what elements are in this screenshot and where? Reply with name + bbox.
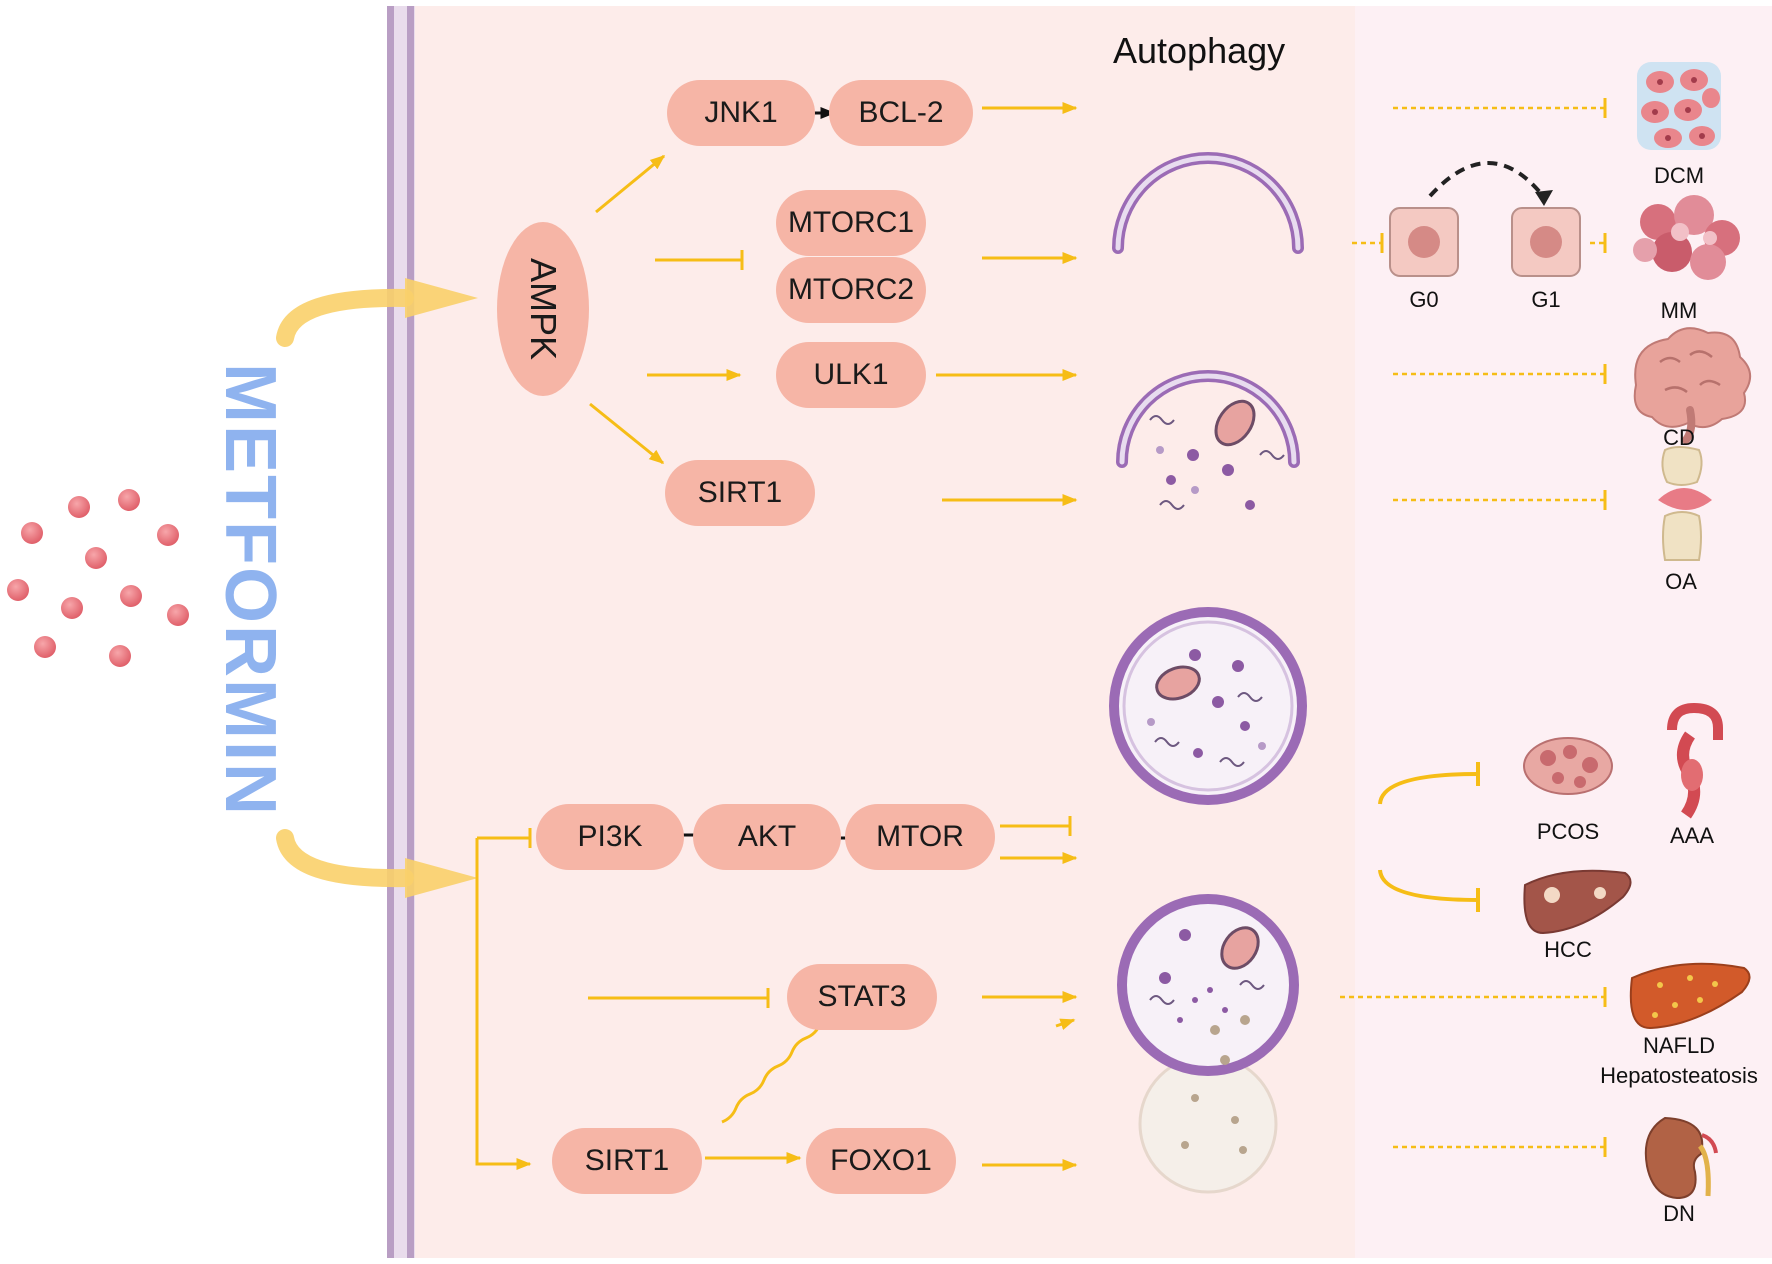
autophagy-title: Autophagy <box>1113 30 1286 71</box>
sirt1-node-lower: SIRT1 <box>552 1128 702 1194</box>
cell-g0-icon <box>1389 207 1459 277</box>
ampk-branch-edges <box>589 102 1078 506</box>
phagophore-icon <box>1112 152 1304 254</box>
autophagosome-icon <box>1109 607 1307 805</box>
myeloma-cell-cluster-icon <box>1633 195 1740 280</box>
metformin-label: METFORMIN <box>210 363 290 817</box>
inhibition-edges <box>1340 106 1605 1149</box>
brain-icon <box>1633 327 1751 444</box>
g1-label: G1 <box>1531 287 1561 312</box>
autolysosome-icon <box>1117 894 1299 1194</box>
dcm-label: DCM <box>1653 163 1705 188</box>
hepatosteatosis-label: Hepatosteatosis <box>1600 1063 1758 1088</box>
ampk-node: AMPK <box>497 222 589 396</box>
cd-label: CD <box>1663 425 1695 450</box>
autophagosome-forming-icon <box>1116 370 1300 510</box>
drug-pill-icon <box>7 489 189 667</box>
mtorc2-node: MTORC2 <box>776 257 926 323</box>
cell-g1-icon <box>1511 207 1581 277</box>
mm-label: MM <box>1660 298 1698 323</box>
mtor-node: MTOR <box>845 804 995 870</box>
aaa-label: AAA <box>1669 823 1715 848</box>
pi3k-node: PI3K <box>536 804 684 870</box>
pcos-label: PCOS <box>1536 819 1600 844</box>
dn-label: DN <box>1663 1201 1695 1226</box>
g0-label: G0 <box>1409 287 1439 312</box>
ulk1-node: ULK1 <box>776 342 926 408</box>
cell-cycle-arrow <box>1428 161 1545 198</box>
nafld-label: NAFLD <box>1642 1033 1716 1058</box>
ovary-icon <box>1523 737 1613 795</box>
aorta-aneurysm-icon <box>1667 702 1723 819</box>
stat3-node: STAT3 <box>787 964 937 1030</box>
cardiomyocyte-tissue-icon <box>1637 62 1721 150</box>
sirt1-node-upper: SIRT1 <box>665 460 815 526</box>
mtorc1-node: MTORC1 <box>776 190 926 256</box>
ampk-label: AMPK <box>523 257 564 361</box>
knee-joint-icon <box>1658 446 1712 561</box>
liver-tumor-icon <box>1523 869 1632 935</box>
metformin-entry-arrows <box>276 278 478 898</box>
bcl2-node: BCL-2 <box>829 80 973 146</box>
foxo1-node: FOXO1 <box>806 1128 956 1194</box>
fatty-liver-icon <box>1629 962 1751 1030</box>
kidney-icon <box>1644 1116 1718 1200</box>
hcc-label: HCC <box>1544 937 1592 962</box>
oa-label: OA <box>1665 569 1697 594</box>
akt-node: AKT <box>693 804 841 870</box>
jnk1-node: JNK1 <box>667 80 815 146</box>
